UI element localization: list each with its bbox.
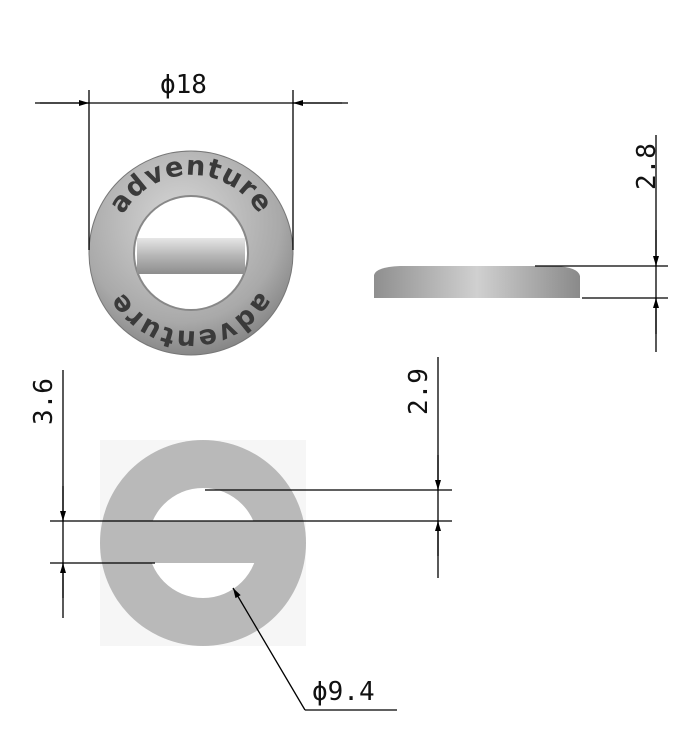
side-view: 2.8 [374,135,668,352]
bottom-view: 3.6 2.9 ϕ9.4 [29,357,452,711]
center-bar [137,238,245,274]
bar [148,521,258,563]
button-side [374,266,580,298]
right-dimension-label: 2.9 [404,368,434,415]
height-label: 2.8 [632,143,662,190]
top-view: adventure adventure ϕ18 [35,70,348,356]
diameter-label: ϕ18 [160,70,207,100]
hole-diameter-label: ϕ9.4 [312,677,375,707]
left-dimension-label: 3.6 [29,378,59,425]
